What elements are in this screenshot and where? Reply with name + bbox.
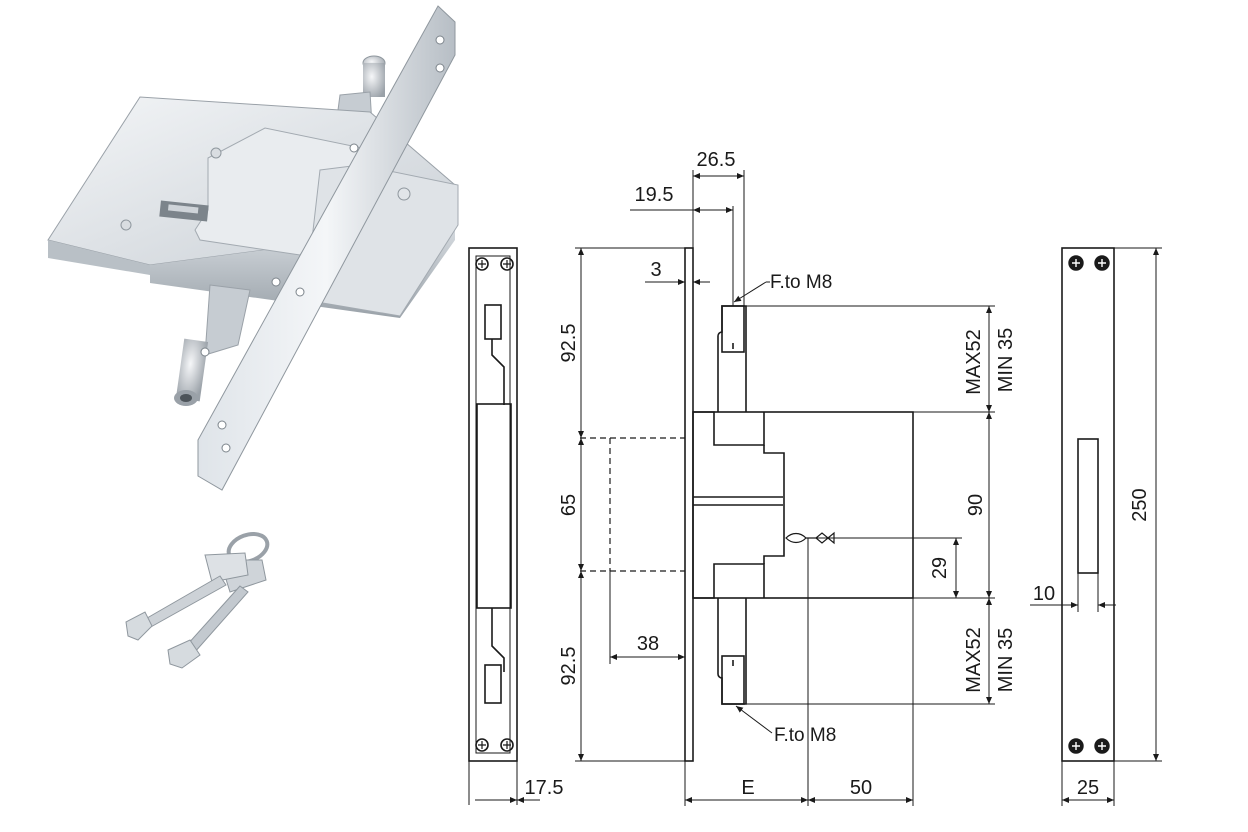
dim-upper-92-5: 92.5 — [558, 324, 580, 363]
dim-upper-max: MAX52 — [963, 329, 985, 395]
dim-29: 29 — [929, 557, 951, 579]
screw-icon — [1068, 255, 1110, 754]
faceplate-front-view — [468, 247, 518, 762]
dim-26-5: 26.5 — [697, 149, 736, 171]
mortise-lock-icon — [47, 5, 459, 491]
lock-side-view — [580, 247, 914, 762]
keys-icon — [125, 531, 270, 669]
dim-e: E — [741, 777, 754, 799]
dim-90: 90 — [965, 494, 987, 516]
dim-17-5: 17.5 — [525, 777, 564, 799]
dim-25: 25 — [1077, 777, 1099, 799]
screw-icon — [475, 257, 514, 752]
dim-65: 65 — [558, 494, 580, 516]
dim-250: 250 — [1129, 488, 1151, 521]
upper-thread-note: F.to M8 — [770, 272, 832, 293]
dim-3: 3 — [650, 259, 661, 281]
dim-lower-92-5: 92.5 — [558, 647, 580, 686]
dimension-labels: 26.5 19.5 3 92.5 65 92.5 38 F.to M8 F.to… — [525, 149, 1151, 799]
dimension-lines — [468, 170, 1162, 806]
dim-lower-max: MAX52 — [963, 627, 985, 693]
strike-plate-view — [1061, 247, 1115, 762]
dim-lower-min: MIN 35 — [995, 628, 1017, 692]
dim-50: 50 — [850, 777, 872, 799]
dim-upper-min: MIN 35 — [995, 328, 1017, 392]
dim-10: 10 — [1033, 583, 1055, 605]
dim-19-5: 19.5 — [635, 184, 674, 206]
dim-38: 38 — [637, 633, 659, 655]
lower-thread-note: F.to M8 — [774, 725, 836, 746]
